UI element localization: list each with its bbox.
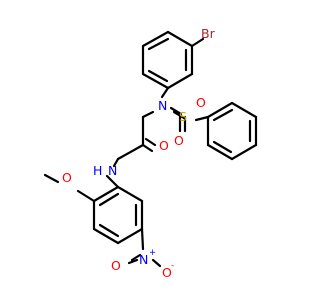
atom-label-s: S (179, 109, 187, 124)
atom-label-o-s1: O (174, 133, 184, 148)
atom-label-o-amide: O (159, 138, 169, 153)
atom-labels: Br N S O O O N H O N + O O - (62, 26, 216, 280)
atom-label-o-nitro-double: O (111, 258, 121, 273)
atom-label-o-nitro-charge: - (171, 261, 174, 271)
atom-label-o-nitro-negative: O (162, 265, 172, 280)
atom-label-n-nitro: N (139, 252, 148, 267)
molecule-diagram: Br N S O O O N H O N + O O - (43, 26, 258, 280)
atom-label-n-amide: N (108, 163, 117, 178)
atom-label-n-sulfonamide: N (158, 98, 167, 113)
atom-label-o-s2: O (196, 95, 206, 110)
atom-label-br: Br (201, 26, 216, 41)
atom-label-n-nitro-charge: + (149, 248, 156, 258)
atom-label-h-amide: H (93, 163, 102, 178)
atom-label-o-methoxy: O (62, 170, 72, 185)
bond-layer (43, 30, 258, 268)
